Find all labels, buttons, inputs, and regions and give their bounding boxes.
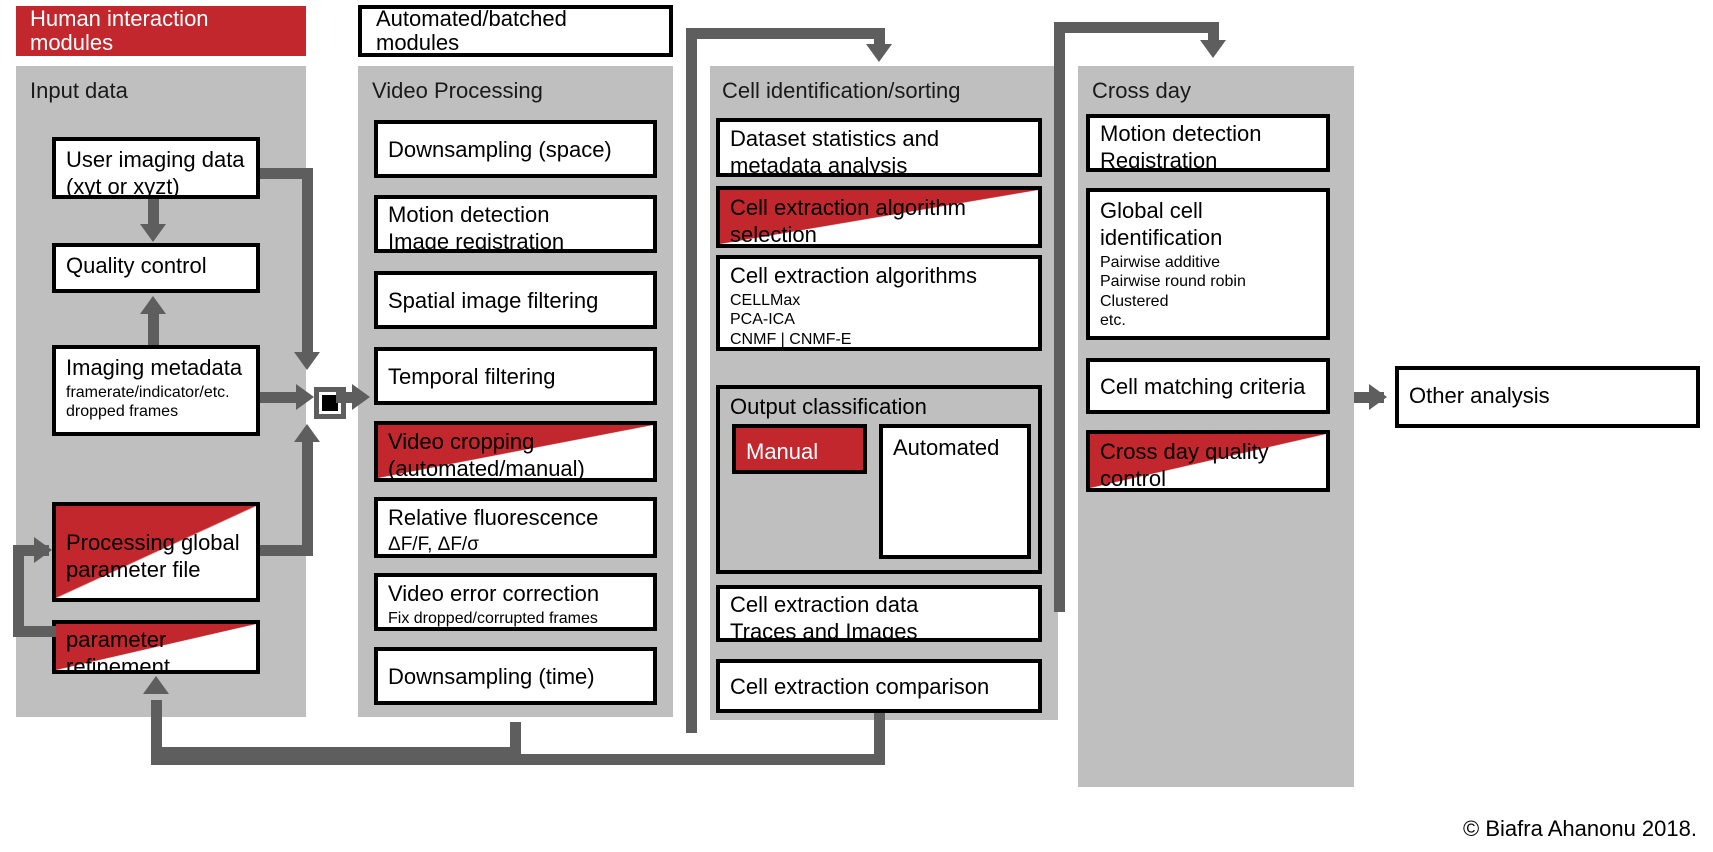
box-video-cropping[interactable]: Video cropping (automated/manual) xyxy=(374,421,657,482)
box-cell-extraction-algorithm-selection[interactable]: Cell extraction algorithm selection xyxy=(716,186,1042,248)
connector-line xyxy=(302,440,313,556)
box-cell-matching-criteria[interactable]: Cell matching criteria xyxy=(1086,358,1330,414)
connector-line xyxy=(874,713,885,765)
legend-automated-label: Automated/batched modules xyxy=(376,5,567,55)
panel-title-input-data: Input data xyxy=(30,78,128,103)
connector-line xyxy=(1054,22,1218,33)
connector-line xyxy=(510,722,521,758)
connector-line xyxy=(151,754,885,765)
arrow-metadata-to-quality-control xyxy=(140,296,166,314)
arrow-cross-day-to-other-analysis xyxy=(1369,384,1387,410)
connector-line xyxy=(260,392,302,403)
box-title: Other analysis xyxy=(1409,383,1550,408)
connector-line xyxy=(302,168,313,358)
panel-title-cell-identification-sorting: Cell identification/sorting xyxy=(722,78,961,103)
box-subtitle: Fix dropped/corrupted frames xyxy=(388,609,598,627)
box-title: Dataset statistics and metadata analysis xyxy=(730,126,940,177)
connector-line xyxy=(686,28,697,733)
box-quality-control[interactable]: Quality control xyxy=(52,243,260,293)
box-title: Motion detection Registration xyxy=(1100,121,1262,172)
connector-line xyxy=(13,545,49,556)
box-title: Quality control xyxy=(66,253,207,278)
arrow-metadata-to-junction xyxy=(296,384,314,410)
box-title: Motion detection Image registration xyxy=(388,202,565,253)
arrow-param-file-to-junction xyxy=(294,424,320,442)
connector-line xyxy=(13,626,57,637)
box-cross-day-motion-detection[interactable]: Motion detection Registration xyxy=(1086,114,1330,172)
box-title: Cell matching criteria xyxy=(1100,374,1306,399)
panel-title-video-processing: Video Processing xyxy=(372,78,543,103)
connector-line xyxy=(1054,22,1065,612)
box-cross-day-quality-control[interactable]: Cross day quality control xyxy=(1086,430,1330,492)
arrow-refinement-to-param-file xyxy=(34,537,52,563)
arrow-user-data-to-junction xyxy=(294,352,320,370)
box-downsampling-space[interactable]: Downsampling (space) xyxy=(374,120,657,178)
connector-line xyxy=(148,312,159,345)
box-subtitle: ΔF/F, ΔF/σ xyxy=(388,533,479,555)
box-title: parameter refinement xyxy=(66,627,170,674)
box-cell-extraction-data[interactable]: Cell extraction data Traces and Images xyxy=(716,585,1042,642)
box-user-imaging-data[interactable]: User imaging data (xyt or xyzt) xyxy=(52,137,260,199)
box-title: User imaging data (xyt or xyzt) xyxy=(66,147,245,199)
box-relative-fluorescence[interactable]: Relative fluorescence ΔF/F, ΔF/σ xyxy=(374,497,657,558)
box-title: Video cropping (automated/manual) xyxy=(388,429,585,481)
box-title: Downsampling (space) xyxy=(388,137,612,162)
box-title: Imaging metadata xyxy=(66,355,243,380)
copyright-notice: © Biafra Ahanonu 2018. xyxy=(1463,816,1697,841)
box-title: Video error correction xyxy=(388,581,600,606)
box-title: Cross day quality control xyxy=(1100,439,1269,491)
box-title: Cell extraction algorithm selection xyxy=(730,195,966,247)
connector-line xyxy=(151,700,162,758)
box-title: Cell extraction data Traces and Images xyxy=(730,592,919,642)
box-processing-global-parameter-file[interactable]: Processing global parameter file xyxy=(52,502,260,602)
arrow-video-to-cell-identification xyxy=(866,44,892,62)
box-temporal-filtering[interactable]: Temporal filtering xyxy=(374,347,657,405)
box-imaging-metadata[interactable]: Imaging metadata framerate/indicator/etc… xyxy=(52,345,260,436)
box-title: Cell extraction comparison xyxy=(730,674,990,699)
subgroup-title: Output classification xyxy=(730,394,927,419)
box-title: Processing global parameter file xyxy=(66,530,240,582)
box-parameter-refinement[interactable]: parameter refinement xyxy=(52,620,260,674)
connector-line xyxy=(686,28,885,39)
box-title: Cell extraction algorithms xyxy=(730,263,977,288)
box-subtitle: framerate/indicator/etc. dropped frames xyxy=(66,383,230,421)
legend-human-label: Human interaction modules xyxy=(30,5,209,55)
connector-line xyxy=(1208,22,1219,46)
box-cell-extraction-algorithms[interactable]: Cell extraction algorithms CELLMax PCA-I… xyxy=(716,255,1042,351)
connector-line xyxy=(148,199,159,229)
box-title: Temporal filtering xyxy=(388,364,556,389)
box-motion-detection-registration[interactable]: Motion detection Image registration xyxy=(374,195,657,253)
box-title: Manual xyxy=(746,439,819,464)
panel-cross-day xyxy=(1078,66,1354,787)
connector-line xyxy=(874,28,885,50)
legend-human-interaction: Human interaction modules xyxy=(16,6,306,56)
box-subtitle: Pairwise additive Pairwise round robin C… xyxy=(1100,253,1246,330)
box-downsampling-time[interactable]: Downsampling (time) xyxy=(374,647,657,705)
box-title: Spatial image filtering xyxy=(388,288,599,313)
connector-line xyxy=(260,545,313,556)
box-other-analysis[interactable]: Other analysis xyxy=(1395,366,1700,428)
panel-title-cross-day: Cross day xyxy=(1092,78,1192,103)
box-title: Relative fluorescence xyxy=(388,505,599,530)
connector-line xyxy=(151,747,521,758)
box-title: Automated xyxy=(893,435,1000,460)
box-title: Downsampling (time) xyxy=(388,664,595,689)
box-automated-classification[interactable]: Automated xyxy=(879,424,1031,559)
connector-line xyxy=(336,392,358,403)
arrow-video-feedback-to-refinement xyxy=(143,676,169,694)
arrow-cell-identification-to-cross-day xyxy=(1200,40,1226,58)
box-manual-classification[interactable]: Manual xyxy=(732,424,867,474)
box-title: Global cell identification xyxy=(1100,198,1223,250)
connector-line xyxy=(13,545,24,637)
box-cell-extraction-comparison[interactable]: Cell extraction comparison xyxy=(716,659,1042,713)
arrow-user-data-to-quality-control xyxy=(140,224,166,242)
connector-line xyxy=(260,168,313,179)
box-global-cell-identification[interactable]: Global cell identification Pairwise addi… xyxy=(1086,188,1330,340)
legend-automated-modules: Automated/batched modules xyxy=(358,5,673,57)
box-spatial-image-filtering[interactable]: Spatial image filtering xyxy=(374,271,657,329)
arrow-junction-to-video-processing xyxy=(352,384,370,410)
box-dataset-statistics[interactable]: Dataset statistics and metadata analysis xyxy=(716,118,1042,177)
box-subtitle: CELLMax PCA-ICA CNMF | CNMF-E EXTRACT | … xyxy=(730,291,852,348)
box-video-error-correction[interactable]: Video error correction Fix dropped/corru… xyxy=(374,573,657,631)
